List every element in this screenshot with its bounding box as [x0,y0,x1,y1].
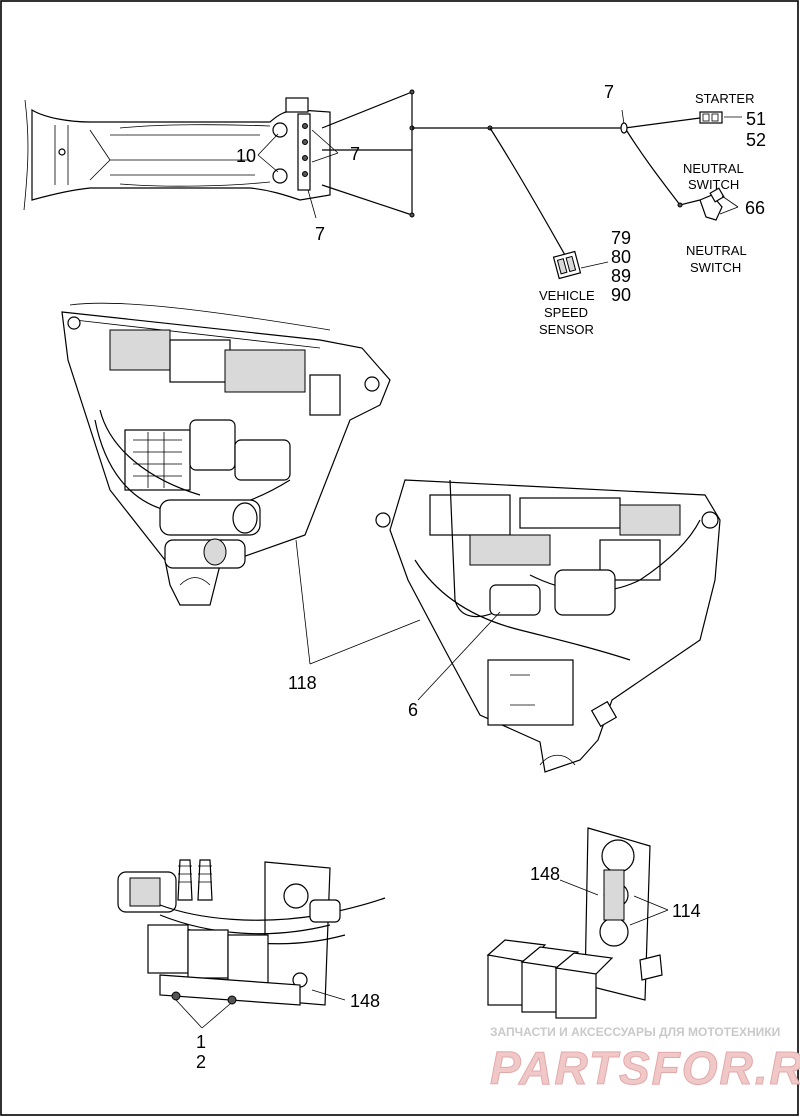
label-neutral-switch-1b: SWITCH [688,177,739,192]
callout-148-relay: 148 [350,991,380,1011]
callout-10: 10 [236,146,256,166]
starter-connector [699,111,742,124]
callout-1: 1 [196,1032,206,1052]
callout-52: 52 [746,130,766,150]
callout-6: 6 [408,700,418,720]
callout-2: 2 [196,1052,206,1072]
label-neutral-switch-2b: SWITCH [690,260,741,275]
callout-148-bracket: 148 [530,864,560,884]
watermark-caption: ЗАПЧАСТИ И АКСЕССУАРЫ ДЛЯ МОТОТЕХНИКИ [490,1025,780,1039]
callout-7-bottom: 7 [315,224,325,244]
callout-114: 114 [672,901,701,921]
left-electrical-box [61,302,391,606]
label-neutral-switch-2a: NEUTRAL [686,243,747,258]
callout-79: 79 [611,228,631,248]
label-starter: STARTER [695,91,754,106]
vehicle-speed-sensor-connector [552,250,609,280]
callout-51: 51 [746,109,766,129]
neutral-switch-connector [699,187,739,221]
callout-7-frame: 7 [350,144,360,164]
relay-pack-assembly [117,859,386,1029]
harness-routing [321,89,701,256]
watermark-brand: PARTSFOR.RU [490,1042,800,1094]
label-neutral-switch-1a: NEUTRAL [683,161,744,176]
callout-89: 89 [611,266,631,286]
callout-90: 90 [611,285,631,305]
right-electrical-box [375,479,721,773]
callout-66: 66 [745,198,765,218]
relay-bracket-assembly [486,827,669,1019]
label-vss-1: VEHICLE [539,288,595,303]
callout-7-harness: 7 [604,82,614,102]
leaders-top-left [257,129,339,219]
callout-80: 80 [611,247,631,267]
leaders-middle [295,539,501,701]
frame-rail-drawing [23,97,331,211]
label-vss-2: SPEED [544,305,588,320]
label-vss-3: SENSOR [539,322,594,337]
callout-118: 118 [288,673,317,693]
